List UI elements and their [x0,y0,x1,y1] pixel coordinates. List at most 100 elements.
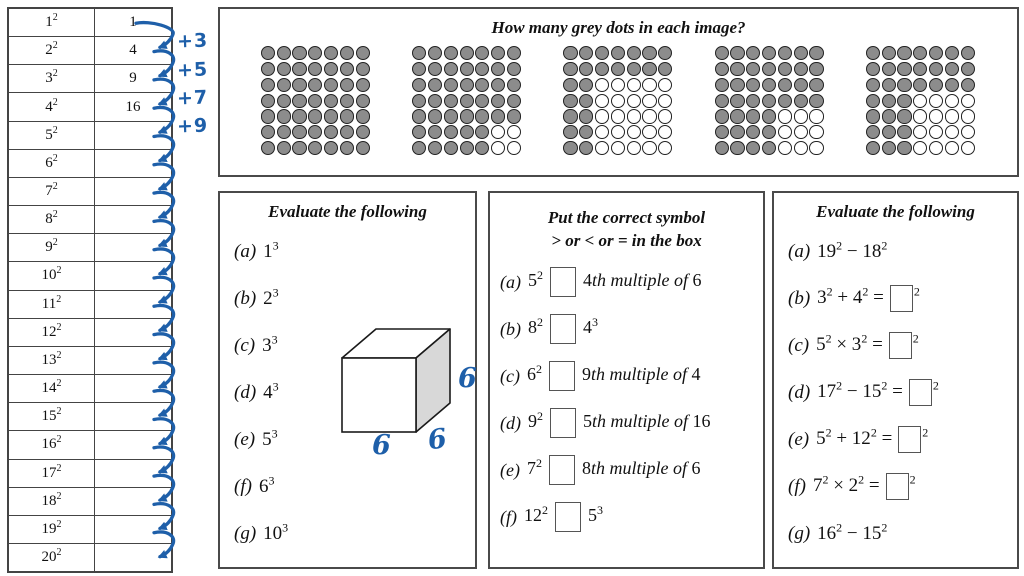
grey-dot [594,61,610,77]
dot-grids [220,46,1017,157]
grey-dot [324,77,339,92]
white-dot [658,109,673,124]
table-row: 82 [9,205,171,234]
grey-dot [897,140,912,156]
evaluate-squares-panel: Evaluate the following (a)192 − 182(b)32… [772,191,1019,569]
answer-box[interactable] [889,285,913,312]
answer-box[interactable] [555,502,581,533]
grey-dot [881,93,896,108]
white-dot [658,140,673,156]
square-value-cell[interactable] [95,262,171,289]
table-row: 142 [9,374,171,403]
square-value-cell[interactable] [95,150,171,177]
square-value-cell[interactable] [95,178,171,205]
grey-dot [960,61,975,77]
square-value-cell[interactable] [95,516,171,543]
grey-dot [276,109,291,124]
grey-dot [355,140,370,156]
square-value-cell[interactable] [95,291,171,318]
grey-dot [355,46,370,61]
symbols-panel-title: Put the correct symbol > or < or = in th… [490,207,763,253]
grey-dot [746,46,761,61]
answer-box[interactable] [550,408,576,439]
grey-dot [324,46,339,61]
white-dot [626,109,641,124]
square-value-cell[interactable] [95,431,171,458]
table-row: 172 [9,458,171,487]
answer-box[interactable] [548,455,575,486]
grey-dot [865,93,881,108]
problem-label: (b) [234,287,257,309]
grey-dot [459,109,474,124]
square-value-cell[interactable] [95,347,171,374]
table-row: 92 [9,233,171,262]
problem-expression: 162 − 152 [817,520,888,544]
grey-dot [579,125,594,140]
square-power-cell: 122 [9,318,95,346]
white-dot [642,125,657,140]
answer-box[interactable] [550,314,576,345]
square-value-cell[interactable] [95,403,171,430]
grey-dot [881,46,896,61]
problem-label: (c) [500,365,520,386]
white-dot [929,93,944,108]
square-value-cell[interactable] [95,488,171,515]
problem-expression: 13 [263,238,279,262]
grey-dot [714,93,729,108]
white-dot [929,109,944,124]
grey-dot [427,125,443,140]
answer-box[interactable] [898,426,922,453]
grey-dot [506,93,522,108]
grey-dot [865,125,881,140]
grey-dot [610,61,625,77]
square-power-cell: 152 [9,403,95,431]
grey-dot [443,46,458,61]
grey-dot [339,46,355,61]
answer-box[interactable] [550,267,576,298]
square-power-cell: 142 [9,375,95,403]
grey-dot [730,109,745,124]
white-dot [610,109,625,124]
problem-expression: 63 [258,473,275,497]
square-power-cell: 162 [9,431,95,459]
answer-box[interactable] [548,361,575,392]
grey-dot [339,109,355,124]
square-value-cell[interactable] [95,544,171,571]
grey-dot [412,77,427,92]
square-value-cell[interactable] [95,319,171,346]
grey-dot [714,77,729,92]
square-value-cell[interactable] [95,122,171,149]
grey-dot [881,140,896,156]
grey-dot [292,109,307,124]
problem-label: (a) [500,271,521,292]
grey-dot [491,93,506,108]
grey-dot [746,93,761,108]
grey-dot [506,46,522,61]
answer-box[interactable] [885,473,909,500]
square-power-cell: 72 [9,177,95,206]
square-value-cell[interactable] [95,375,171,402]
grey-dot [929,77,944,92]
square-value-cell[interactable] [95,234,171,261]
square-value-cell[interactable] [95,460,171,487]
answer-box[interactable] [888,332,912,359]
square-value-cell[interactable] [95,206,171,233]
square-power-cell: 82 [9,206,95,234]
evaluate-panel-title: Evaluate the following [816,202,975,221]
grey-dot [777,61,792,77]
problem-expression: 52 + 122 =2 [816,426,928,453]
cube-figure: 6 6 6 [341,328,477,461]
table-row: 122 [9,317,171,346]
grey-dot [339,93,355,108]
grey-dot [897,61,912,77]
problem-expression: 72 × 22 =2 [813,473,916,500]
white-dot [809,109,824,124]
grey-dot [960,46,975,61]
answer-box[interactable] [908,379,932,406]
square-value-cell: 1 [95,9,171,36]
grey-dot [746,125,761,140]
